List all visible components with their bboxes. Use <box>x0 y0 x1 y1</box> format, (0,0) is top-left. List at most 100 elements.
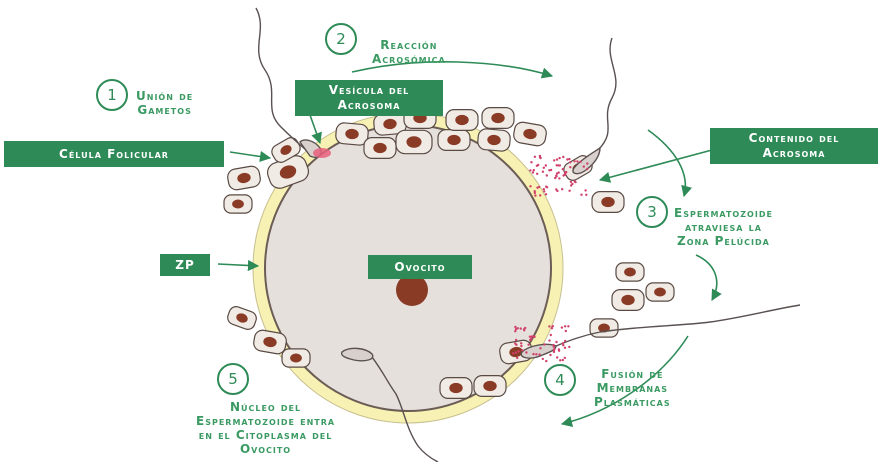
acrosome-dot <box>576 160 578 162</box>
acrosome-dot <box>552 344 554 346</box>
acrosome-dot <box>579 161 581 163</box>
acrosome-dot <box>514 326 516 328</box>
acrosome-dot <box>555 175 557 177</box>
acrosome-dot <box>517 327 519 329</box>
step-5-number: 5 <box>228 370 238 388</box>
acrosome-dot <box>542 358 544 360</box>
acrosome-dot <box>583 165 585 167</box>
acrosome-dot <box>533 169 535 171</box>
follicular-cell <box>477 128 511 152</box>
acrosome-dot <box>553 351 555 353</box>
step-2-number: 2 <box>336 30 346 48</box>
follicular-cell <box>482 108 514 129</box>
acrosome-dot <box>517 350 519 352</box>
acrosome-dot <box>520 342 522 344</box>
step-3-line-2: atraviesa la <box>674 220 773 234</box>
acrosome-dot <box>525 351 527 353</box>
follicular-cell <box>438 130 470 151</box>
step-1-label: Unión de Gametos <box>136 89 193 117</box>
acrosome-dot <box>556 190 558 192</box>
acrosome-dot <box>538 353 540 355</box>
step-2-line-2: Acrosómica <box>372 52 446 66</box>
acrosome-dot <box>558 348 560 350</box>
step-3-number: 3 <box>647 203 657 221</box>
acrosome-dot <box>580 194 582 196</box>
acrosome-dot <box>573 160 575 162</box>
arrow-contenido <box>600 150 712 180</box>
acrosome-dot <box>545 164 547 166</box>
acrosome-dot <box>569 166 571 168</box>
acrosome-dot <box>548 325 550 327</box>
follicular-cell <box>224 195 252 213</box>
arrow-to-3 <box>648 130 685 196</box>
step-2-line-1: Reacción <box>372 38 446 52</box>
acrosome-dot <box>565 330 567 332</box>
sperm-4 <box>521 305 800 358</box>
acrosome-dot <box>520 327 522 329</box>
celula-folicular-box: Célula Folicular <box>4 141 224 167</box>
acrosome-dot <box>515 339 517 341</box>
acrosome-dot <box>558 171 560 173</box>
acrosome-dot <box>520 345 522 347</box>
acrosome-dot <box>561 188 563 190</box>
acrosome-dot <box>530 337 532 339</box>
follicular-cell <box>440 378 472 399</box>
step-3-label: Espermatozoide atraviesa la Zona Pelúcid… <box>674 206 773 248</box>
acrosome-dot <box>566 158 568 160</box>
follicular-cell <box>616 263 644 281</box>
acrosome-dot <box>516 357 518 359</box>
arrow-zp <box>218 264 258 266</box>
follicular-cell <box>512 121 547 147</box>
acrosome-dot <box>548 169 550 171</box>
acrosome-dot <box>561 326 563 328</box>
acrosome-dot <box>535 353 537 355</box>
acrosome-dot <box>531 335 533 337</box>
contenido-acrosoma-box: Contenido del Acrosoma <box>710 128 878 164</box>
follicular-cell <box>590 319 618 337</box>
acrosome-dot <box>534 194 536 196</box>
acrosome-dot <box>532 353 534 355</box>
acrosome-dot <box>534 192 536 194</box>
step-4-number: 4 <box>555 371 565 389</box>
follicular-cell <box>335 122 369 146</box>
contenido-line-1: Contenido del <box>749 131 840 146</box>
acrosome-dot <box>585 194 587 196</box>
acrosome-dot <box>537 164 539 166</box>
acrosome-dot <box>564 357 566 359</box>
acrosome-dot <box>543 190 545 192</box>
acrosome-dot <box>539 155 541 157</box>
acrosome-dot <box>564 325 566 327</box>
acrosome-dot <box>562 359 564 361</box>
arrow-3-to-4 <box>696 255 717 300</box>
acrosome-dot <box>539 194 541 196</box>
follicular-cell <box>446 110 478 131</box>
acrosome-dot <box>546 174 548 176</box>
step-4-label: Fusión de Membranas Plasmáticas <box>594 367 671 409</box>
acrosome-dot <box>515 344 517 346</box>
zp-text: ZP <box>175 258 195 273</box>
acrosome-dot <box>562 168 564 170</box>
follicular-cell <box>612 290 644 311</box>
step-4-line-3: Plasmáticas <box>594 395 671 409</box>
step-5-line-1: Núcleo del <box>196 400 335 414</box>
acrosome-dot <box>550 334 552 336</box>
acrosome-dot <box>543 167 545 169</box>
acrosome-dot <box>523 329 525 331</box>
acrosome-dot <box>555 341 557 343</box>
acrosome-dot <box>545 360 547 362</box>
acrosome-dot <box>530 161 532 163</box>
acrosome-dot <box>557 164 559 166</box>
acrosome-dot <box>536 187 538 189</box>
acrosome-dot <box>552 325 554 327</box>
vesicula-acrosoma-box: Vesícula del Acrosoma <box>295 80 443 116</box>
acrosome-dot <box>545 186 547 188</box>
contenido-line-2: Acrosoma <box>763 146 826 161</box>
follicular-cell <box>646 283 674 301</box>
acrosome-dot <box>558 157 560 159</box>
acrosome-dot <box>554 177 556 179</box>
acrosome-dot <box>539 347 541 349</box>
acrosome-dot <box>515 351 517 353</box>
arrow-vesicula <box>310 115 320 143</box>
acrosome-dot <box>556 356 558 358</box>
